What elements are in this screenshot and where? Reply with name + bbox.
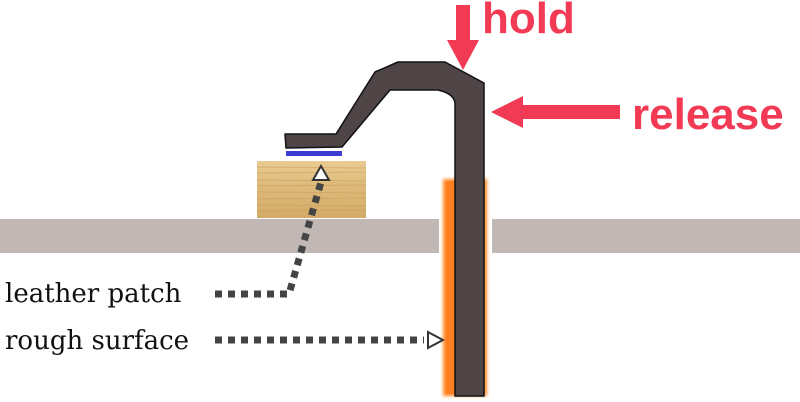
hold-label: hold — [482, 0, 575, 43]
rough-surface-label: rough surface — [5, 326, 189, 356]
hold-arrow-icon — [447, 5, 479, 70]
release-arrow-icon — [491, 96, 620, 128]
bench-top-right — [492, 219, 800, 253]
leather-patch-label: leather patch — [5, 279, 182, 309]
release-label: release — [632, 90, 784, 139]
holdfast-clamp — [284, 61, 485, 397]
rough-surface-arrowhead-icon — [427, 330, 446, 350]
leather-patch-arrowhead-icon — [311, 163, 331, 181]
leather-patch — [286, 151, 342, 156]
bench-top-left — [0, 219, 439, 253]
